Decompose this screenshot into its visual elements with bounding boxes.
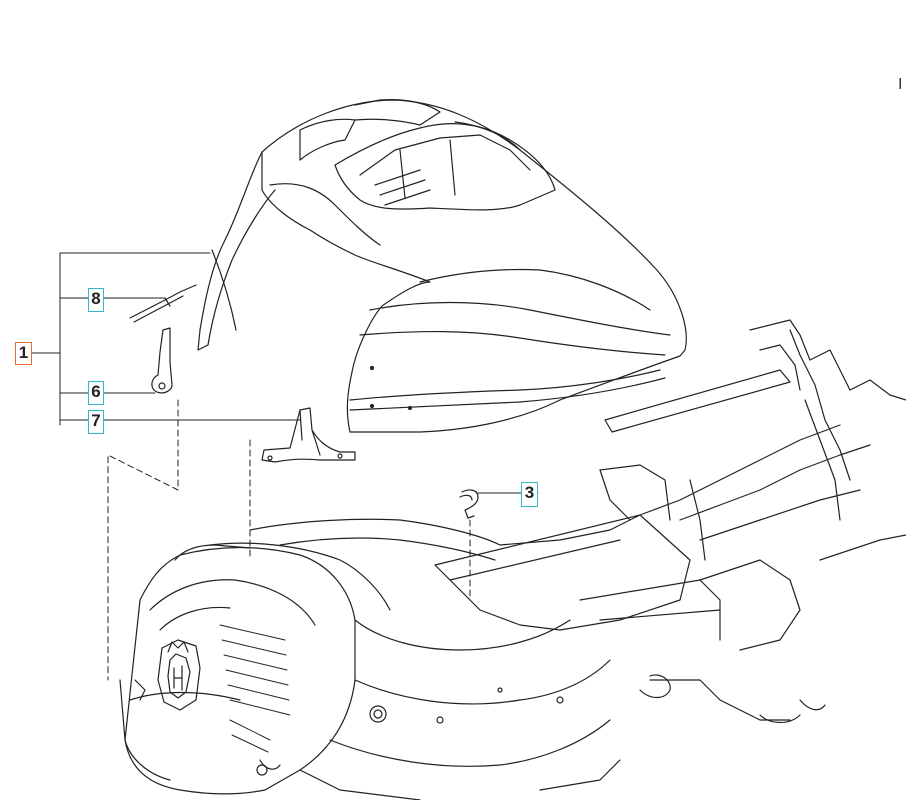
part-7-bracket	[261, 407, 356, 463]
chassis-frame	[249, 319, 906, 724]
part-3-clip	[459, 489, 479, 519]
rear-body	[119, 542, 621, 800]
part-6-latch	[151, 327, 173, 394]
hood-cover	[197, 99, 687, 433]
edge-mark: I	[898, 76, 903, 93]
brand-emblem	[157, 639, 201, 711]
part-8-pin	[129, 284, 197, 323]
callout-8: 8	[88, 288, 104, 312]
callout-3: 3	[521, 482, 538, 507]
front-grille	[219, 624, 291, 753]
callout-7: 7	[88, 410, 104, 434]
dashed-assembly-lines	[107, 399, 471, 681]
leader-lines	[31, 252, 539, 494]
callout-6: 6	[88, 381, 104, 405]
callout-1: 1	[15, 342, 32, 365]
